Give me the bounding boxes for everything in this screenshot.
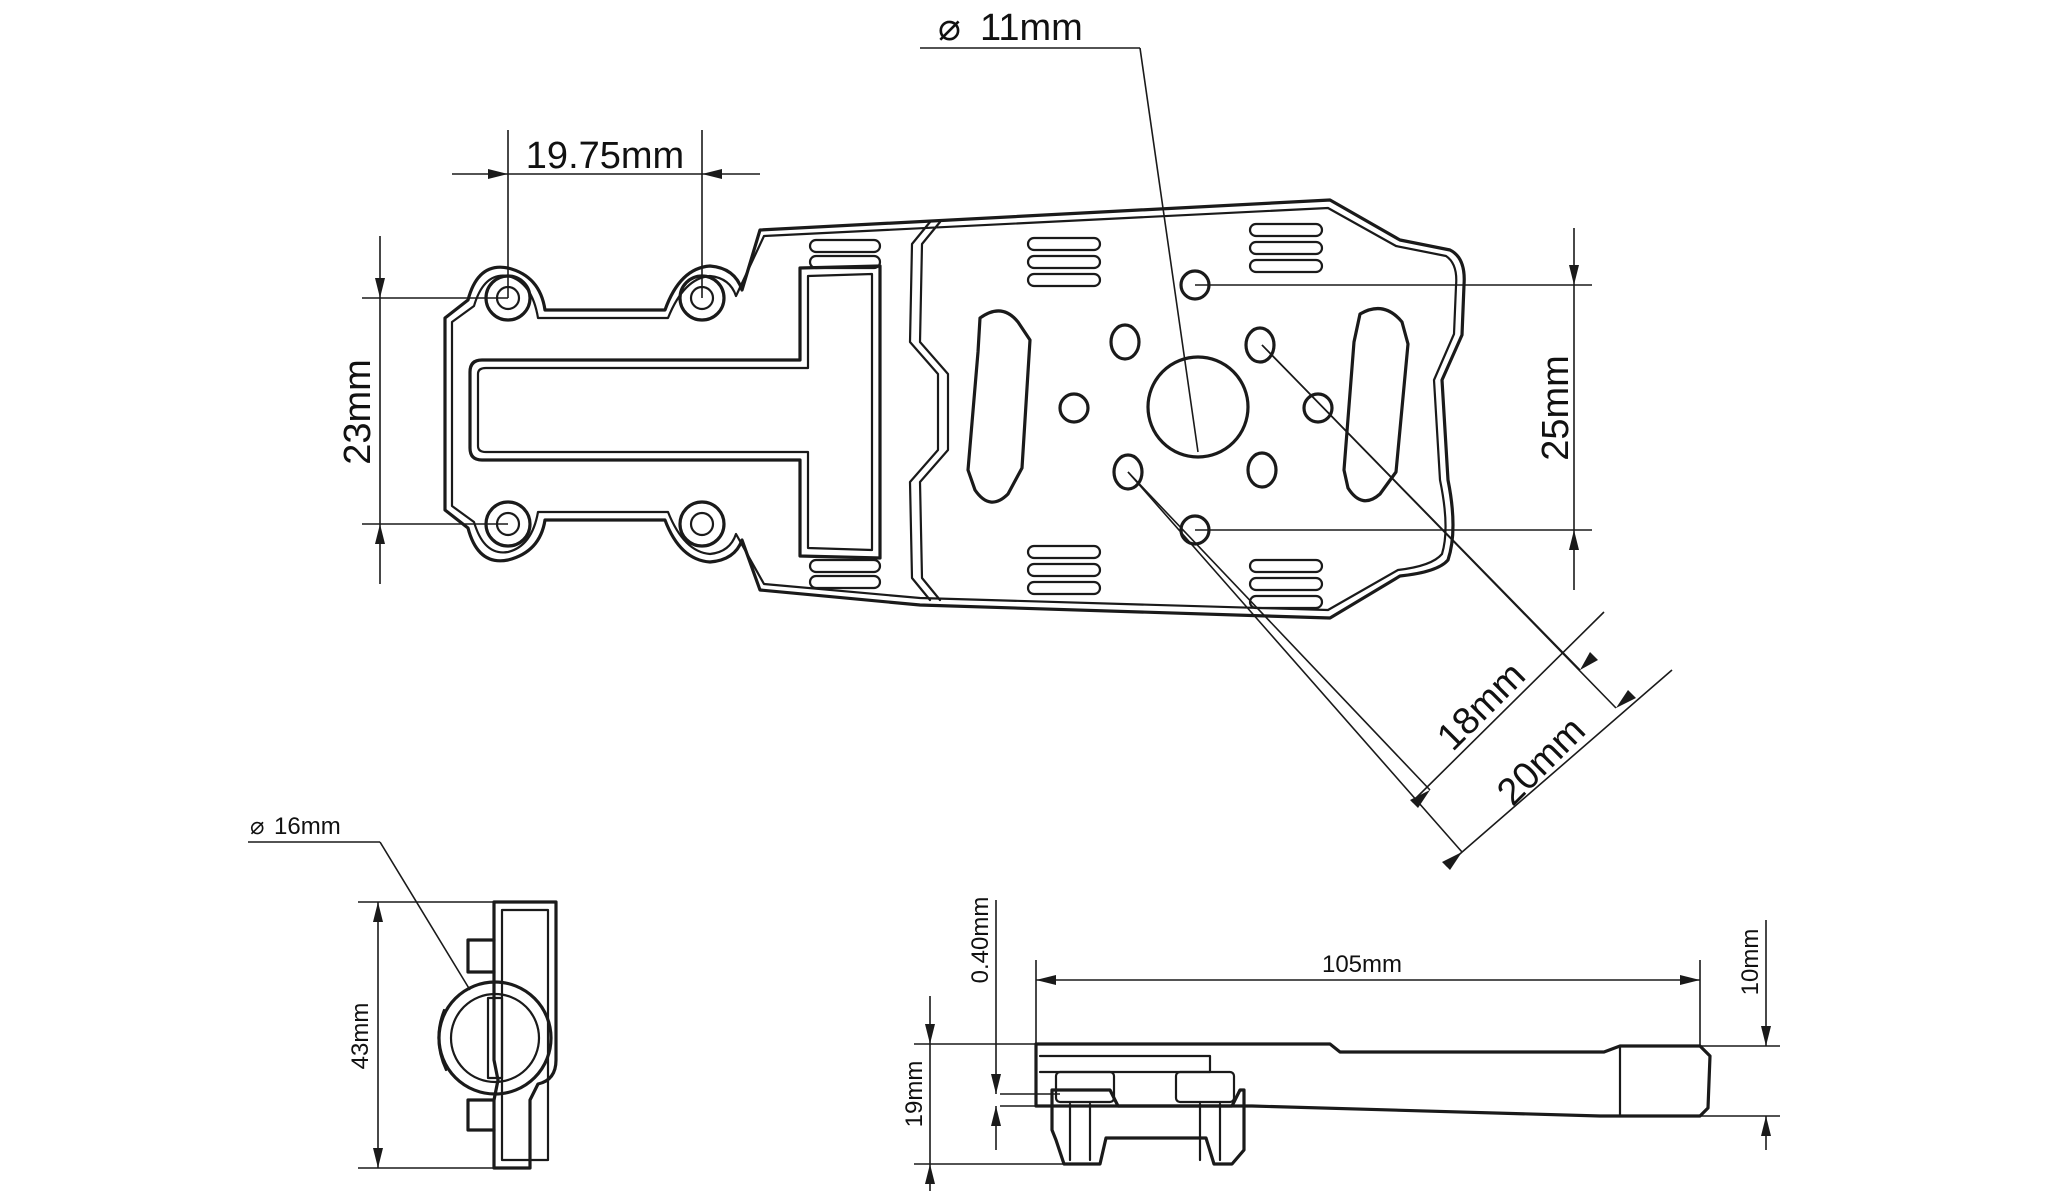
arm-channel-inner: [476, 272, 874, 552]
label-thickness: 0.40mm: [967, 897, 994, 984]
label-height-right: 25mm: [1535, 355, 1577, 461]
top-view: 19.75mm 23mm 25mm ⌀ 11mm: [337, 7, 1673, 870]
end-view: ⌀ 16mm 43mm: [248, 813, 558, 1170]
diameter-symbol-end: ⌀: [250, 813, 264, 840]
center-hole: [1146, 355, 1250, 459]
side-clamp: [1050, 1088, 1246, 1166]
label-center-hole: 11mm: [980, 7, 1083, 49]
dim-height-left: 23mm: [337, 236, 508, 584]
dim-height-right: 25mm: [1195, 228, 1592, 590]
mount-holes: [484, 274, 726, 548]
label-tube: 16mm: [274, 813, 341, 840]
side-view: 105mm 0.40mm 10mm 19mm: [901, 897, 1780, 1191]
dim-hole-spacing: 19.75mm: [452, 130, 760, 298]
label-height-left: 23mm: [337, 359, 379, 465]
label-diag-outer: 20mm: [1489, 709, 1593, 813]
arm-divider: [908, 220, 940, 602]
label-plate-height: 10mm: [1737, 929, 1764, 996]
diameter-symbol: ⌀: [938, 7, 961, 49]
motor-holes: [1058, 269, 1334, 546]
label-length: 105mm: [1322, 951, 1402, 978]
arm-divider-2: [918, 220, 950, 602]
label-total-height: 19mm: [901, 1061, 928, 1128]
arm-channel: [468, 264, 882, 560]
end-body: [492, 900, 558, 1170]
label-end-height: 43mm: [347, 1003, 374, 1070]
dim-center-hole: ⌀ 11mm: [920, 7, 1199, 453]
side-plate: [1034, 1042, 1712, 1118]
plate-outline: [443, 198, 1466, 620]
label-diag-inner: 18mm: [1429, 654, 1533, 758]
slots: [808, 222, 1410, 610]
label-hole-spacing: 19.75mm: [526, 135, 684, 177]
plate-inner-outline: [450, 206, 1458, 612]
